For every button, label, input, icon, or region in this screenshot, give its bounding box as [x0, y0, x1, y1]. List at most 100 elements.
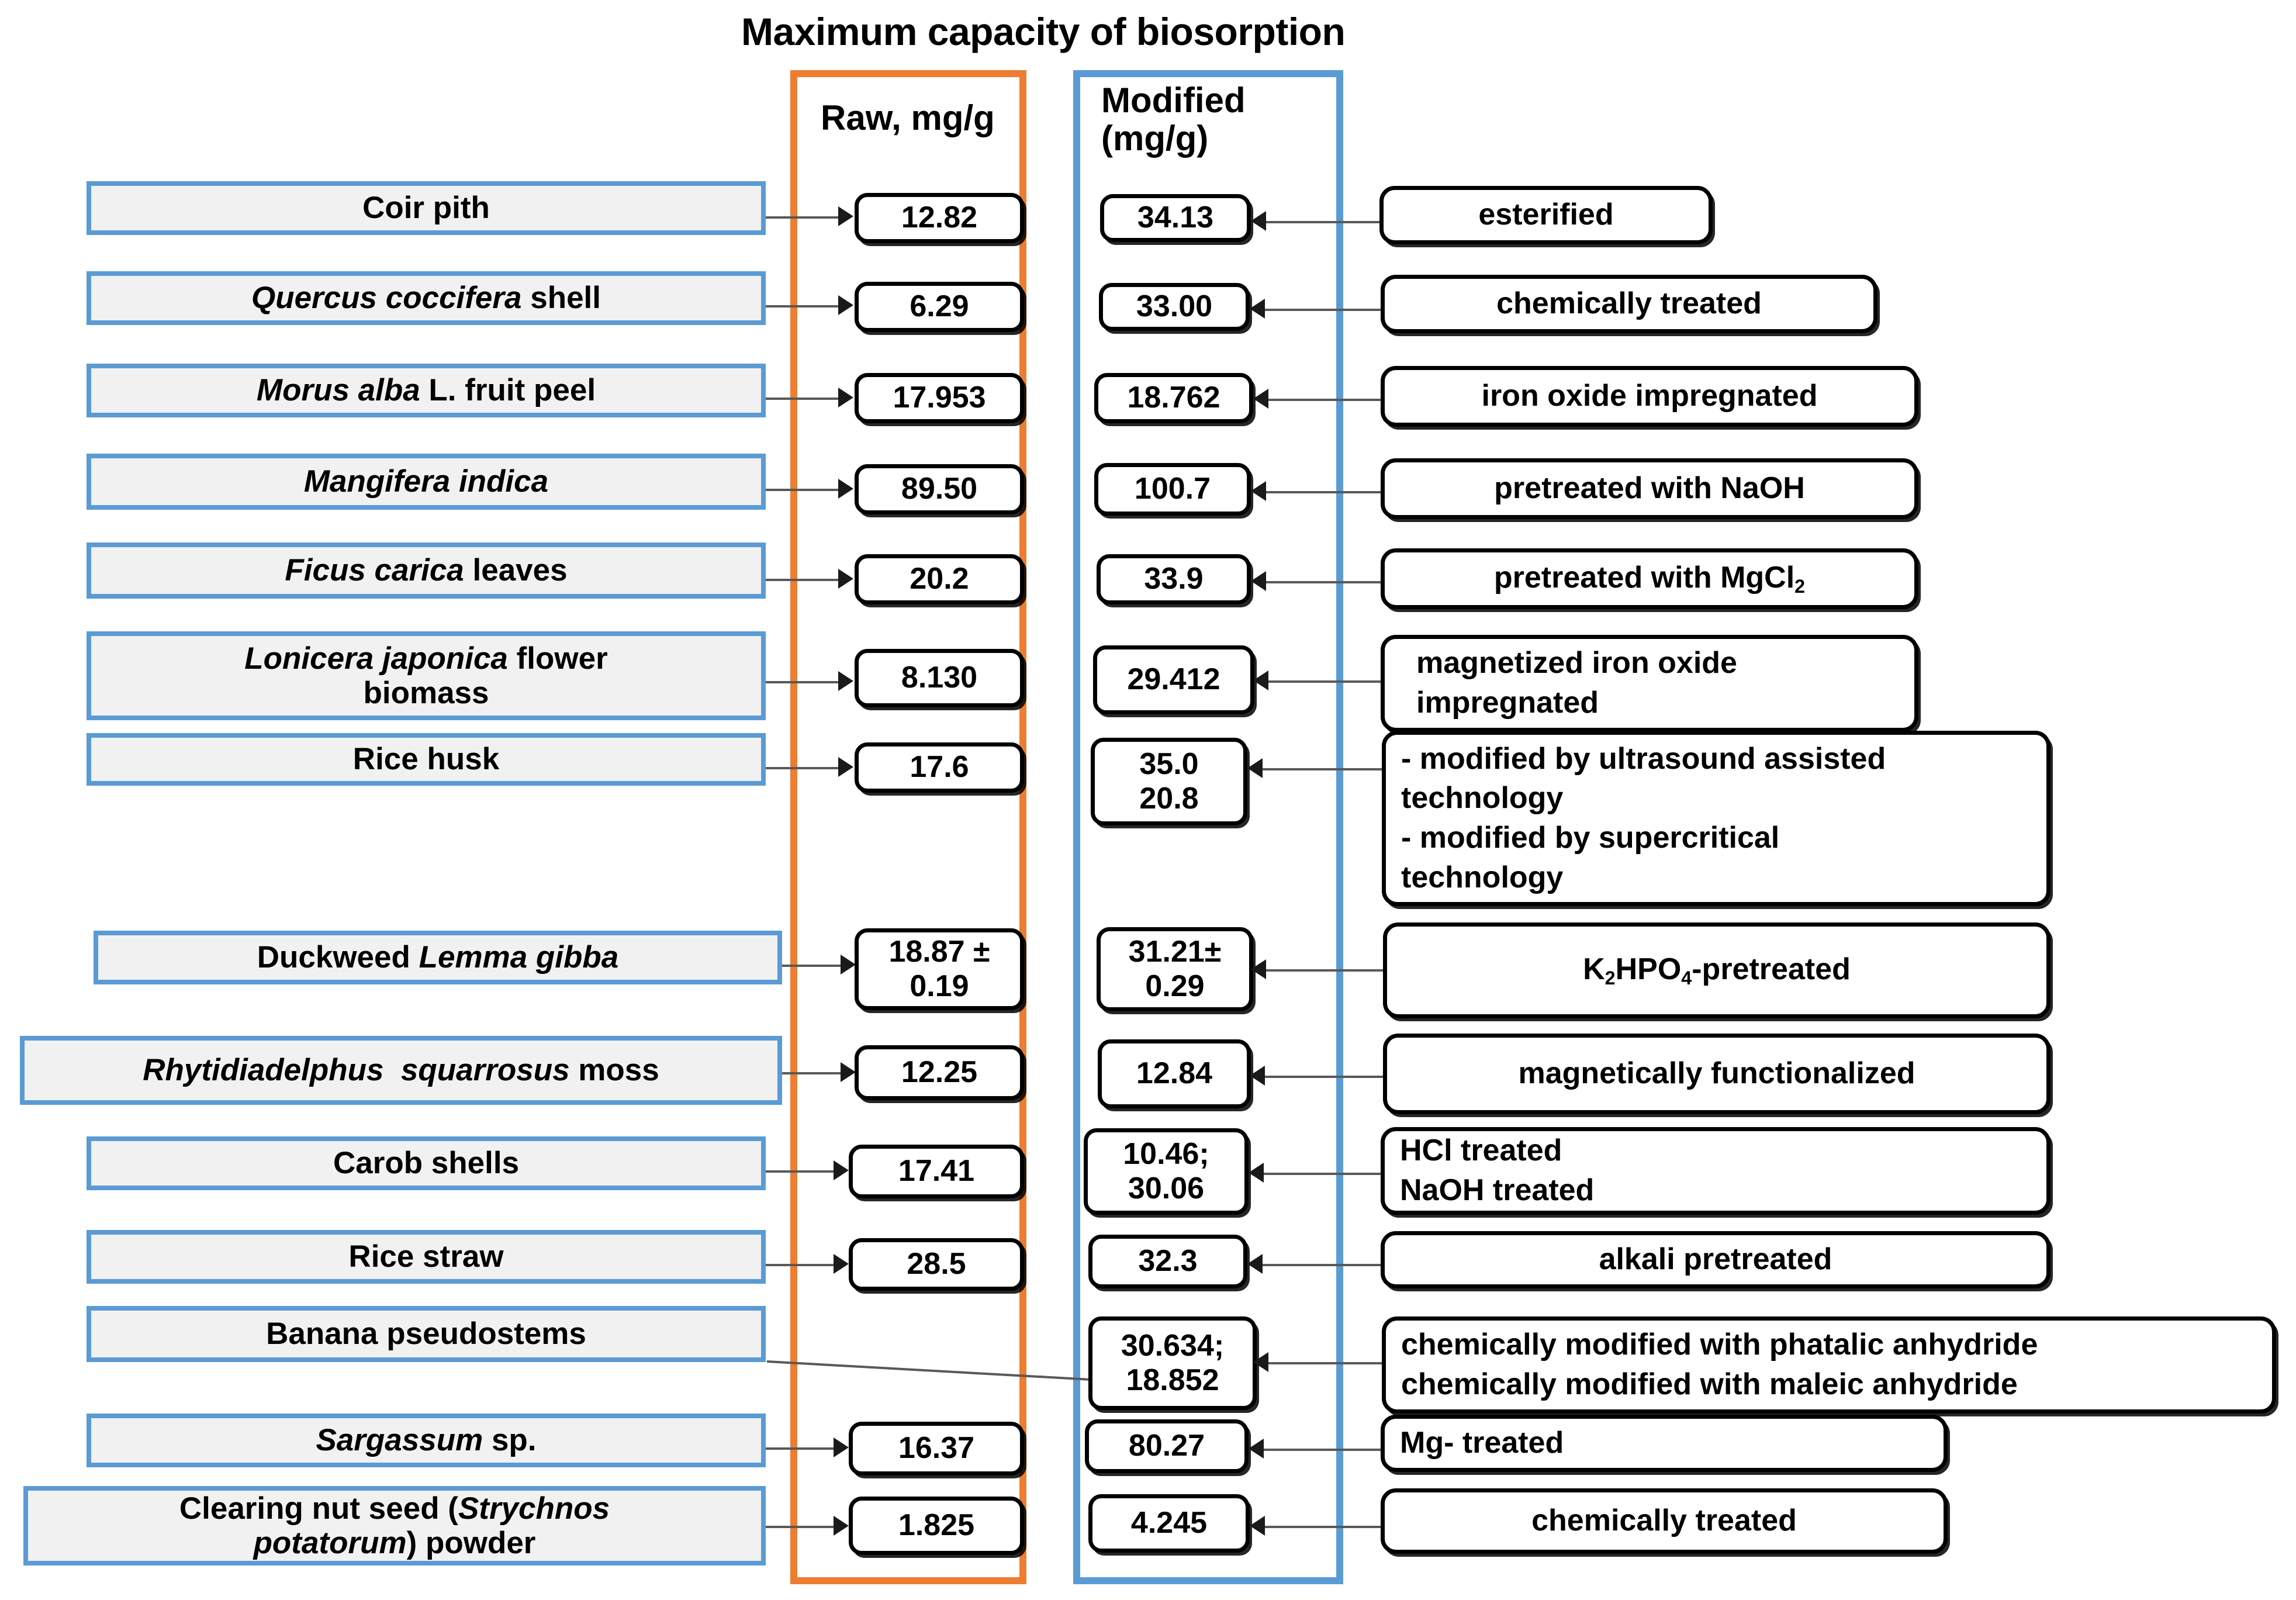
source-label: Ficus carica leaves	[285, 553, 568, 588]
source-label: Quercus coccifera shell	[251, 281, 601, 316]
arrow-right-icon	[838, 757, 853, 777]
modified-value-box[interactable]: 100.7	[1094, 463, 1251, 516]
treatment-box[interactable]: magnetized iron oxide impregnated	[1381, 635, 1918, 732]
treatment-box[interactable]: pretreated with MgCl2	[1381, 548, 1918, 609]
modified-value-box[interactable]: 32.3	[1088, 1235, 1247, 1288]
connector-line	[766, 305, 843, 307]
source-box-duckweed-lemma-gibba[interactable]: Duckweed Lemma gibba	[94, 931, 782, 984]
treatment-label: chemically modified with phatalic anhydr…	[1401, 1328, 2038, 1401]
source-box-banana-pseudostems[interactable]: Banana pseudostems	[87, 1306, 766, 1362]
arrow-left-icon	[1249, 1163, 1264, 1183]
treatment-box[interactable]: magnetically functionalized	[1383, 1034, 2051, 1114]
source-box-rice-husk[interactable]: Rice husk	[87, 733, 766, 786]
source-box-ficus-carica-leaves[interactable]: Ficus carica leaves	[87, 542, 766, 599]
raw-value-box[interactable]: 16.37	[849, 1422, 1024, 1475]
raw-value-box[interactable]: 20.2	[855, 554, 1024, 604]
modified-value: 100.7	[1134, 472, 1211, 506]
raw-value-box[interactable]: 28.5	[849, 1238, 1024, 1291]
treatment-box[interactable]: HCl treated NaOH treated	[1381, 1127, 2051, 1215]
source-box-morus-alba-fruit-peel[interactable]: Morus alba L. fruit peel	[87, 364, 766, 417]
source-label: Carob shells	[333, 1146, 520, 1181]
raw-value-box[interactable]: 89.50	[855, 464, 1024, 514]
arrow-left-icon	[1251, 959, 1266, 979]
modified-value-box[interactable]: 33.9	[1097, 554, 1251, 604]
treatment-box[interactable]: iron oxide impregnated	[1381, 366, 1918, 427]
modified-value-box[interactable]: 35.0 20.8	[1091, 738, 1247, 825]
modified-value-box[interactable]: 31.21± 0.29	[1097, 927, 1253, 1011]
raw-value-box[interactable]: 17.953	[855, 373, 1024, 423]
source-box-sargassum-sp[interactable]: Sargassum sp.	[87, 1414, 766, 1467]
source-box-rice-straw[interactable]: Rice straw	[87, 1230, 766, 1284]
treatment-box[interactable]: - modified by ultrasound assisted techno…	[1382, 731, 2051, 906]
source-label: Sargassum sp.	[316, 1423, 537, 1458]
modified-column-frame-bottom	[1073, 1577, 1343, 1584]
arrow-right-icon	[838, 295, 853, 315]
source-box-coir-pith[interactable]: Coir pith	[87, 181, 766, 235]
modified-value-box[interactable]: 80.27	[1085, 1419, 1249, 1473]
modified-value-box[interactable]: 30.634; 18.852	[1088, 1316, 1257, 1410]
arrow-right-icon	[838, 479, 853, 499]
treatment-label: K2HPO4-pretreated	[1583, 952, 1851, 989]
treatment-box[interactable]: K2HPO4-pretreated	[1383, 922, 2051, 1018]
source-box-carob-shells[interactable]: Carob shells	[87, 1136, 766, 1190]
connector-line	[766, 1264, 837, 1266]
source-box-rhytidiadelphus-squarrosus-moss[interactable]: Rhytidiadelphus squarrosus moss	[20, 1036, 782, 1105]
treatment-label: alkali pretreated	[1599, 1242, 1832, 1277]
treatment-box[interactable]: chemically modified with phatalic anhydr…	[1382, 1316, 2276, 1414]
raw-value: 20.2	[910, 562, 969, 596]
connector-line	[766, 1526, 837, 1528]
raw-value-box[interactable]: 12.25	[855, 1045, 1024, 1100]
source-label: Duckweed Lemma gibba	[257, 940, 619, 975]
treatment-box[interactable]: chemically treated	[1381, 1488, 1948, 1554]
raw-value: 18.87 ± 0.19	[888, 934, 990, 1003]
arrow-left-icon	[1253, 1352, 1268, 1372]
raw-value-box[interactable]: 17.6	[855, 742, 1024, 793]
modified-value-box[interactable]: 34.13	[1100, 194, 1251, 242]
raw-value: 17.41	[898, 1154, 975, 1188]
raw-value: 28.5	[907, 1247, 966, 1281]
connector-line	[1259, 768, 1382, 770]
raw-value-box[interactable]: 8.130	[855, 649, 1024, 707]
raw-value-box[interactable]: 6.29	[855, 282, 1024, 332]
source-box-quercus-coccifera-shell[interactable]: Quercus coccifera shell	[87, 271, 766, 325]
modified-column-header: Modified (mg/g)	[1101, 81, 1246, 158]
treatment-box[interactable]: chemically treated	[1381, 275, 1877, 333]
modified-value-box[interactable]: 10.46; 30.06	[1084, 1128, 1249, 1215]
connector-line	[766, 681, 843, 683]
connector-line	[1259, 1264, 1384, 1266]
connector-line	[1263, 581, 1381, 583]
source-box-mangifera-indica[interactable]: Mangifera indica	[87, 454, 766, 510]
arrow-right-icon	[838, 206, 853, 226]
raw-value-box[interactable]: 17.41	[849, 1145, 1024, 1198]
modified-value-box[interactable]: 12.84	[1098, 1039, 1251, 1108]
raw-value-box[interactable]: 12.82	[855, 193, 1024, 243]
modified-value: 80.27	[1128, 1429, 1205, 1463]
raw-value-box[interactable]: 1.825	[849, 1497, 1024, 1555]
connector-line	[1261, 309, 1381, 311]
treatment-box[interactable]: Mg- treated	[1381, 1415, 1948, 1472]
treatment-box[interactable]: esterified	[1379, 186, 1713, 244]
modified-value-box[interactable]: 29.412	[1093, 645, 1254, 714]
modified-value: 35.0 20.8	[1139, 747, 1199, 815]
modified-value-box[interactable]: 4.245	[1088, 1494, 1250, 1553]
treatment-label: esterified	[1478, 198, 1614, 232]
modified-value-box[interactable]: 33.00	[1099, 283, 1250, 331]
arrow-left-icon	[1250, 299, 1265, 319]
connector-line	[766, 767, 843, 769]
modified-value-box[interactable]: 18.762	[1094, 373, 1253, 423]
connector-line	[782, 1072, 846, 1074]
connector-line	[766, 216, 843, 219]
treatment-label: - modified by ultrasound assisted techno…	[1401, 741, 1886, 894]
connector-line	[1265, 399, 1381, 401]
treatment-box[interactable]: pretreated with NaOH	[1381, 458, 1918, 519]
raw-value-box[interactable]: 18.87 ± 0.19	[855, 928, 1024, 1010]
modified-value: 30.634; 18.852	[1121, 1328, 1225, 1397]
raw-value: 16.37	[898, 1431, 975, 1466]
modified-value: 32.3	[1138, 1244, 1198, 1278]
arrow-left-icon	[1247, 1254, 1263, 1274]
treatment-box[interactable]: alkali pretreated	[1381, 1231, 2051, 1288]
